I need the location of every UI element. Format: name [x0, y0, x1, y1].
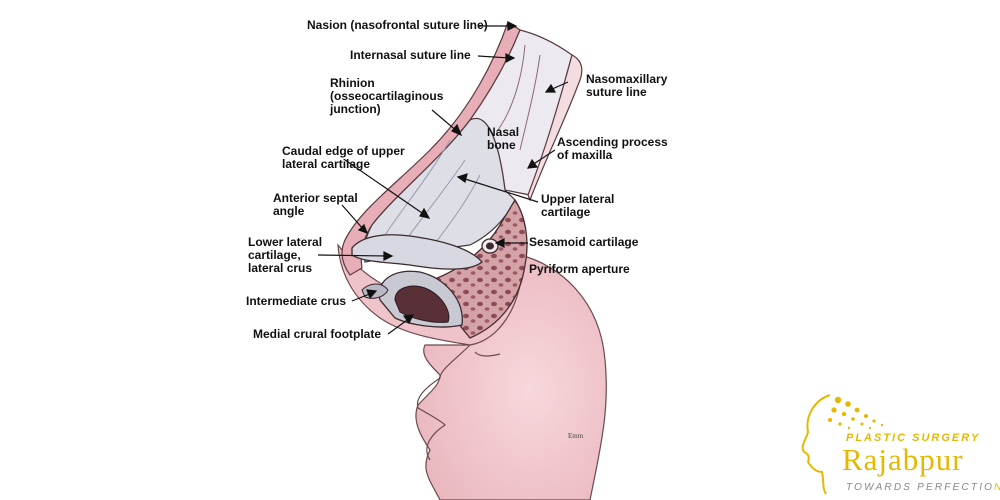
label-upper-lateral-line: cartilage — [541, 205, 591, 219]
nostril-opening — [394, 285, 450, 323]
artist-signature: Emm — [568, 432, 584, 440]
label-ascending-line: Ascending process — [557, 135, 668, 149]
label-nasomaxillary-suture: Nasomaxillary suture line — [586, 73, 667, 99]
label-internasal-line: Internasal suture line — [350, 48, 471, 62]
label-lower-lateral-cartilage: Lower lateral cartilage, lateral crus — [248, 236, 322, 275]
sesamoid-core — [486, 242, 494, 250]
ascending-maxilla-shape — [527, 54, 583, 202]
label-nasal-bone-line: bone — [487, 138, 516, 152]
upper-lip-line — [439, 344, 501, 379]
logo-tagline-top: PLASTIC SURGERY — [846, 432, 980, 444]
head-profile-icon — [801, 394, 884, 495]
label-sesamoid-cartilage: Sesamoid cartilage — [529, 236, 638, 249]
nasal-bone-ridge — [497, 44, 541, 151]
label-caudal-edge: Caudal edge of upper lateral cartilage — [282, 145, 405, 171]
label-internasal-suture: Internasal suture line — [350, 49, 471, 62]
label-nasion-line: Nasion (nasofrontal suture line) — [307, 18, 488, 32]
label-caudal-edge-line: Caudal edge of upper — [282, 144, 405, 158]
logo-tagline-bottom-main: TOWARDS PERFECTIO — [846, 482, 994, 493]
logo-name: Rajabpur — [842, 442, 964, 477]
cheek-skin — [415, 254, 607, 500]
label-ascending-process: Ascending process of maxilla — [557, 136, 668, 162]
label-ascending-line: of maxilla — [557, 148, 613, 162]
label-medial-crural-footplate: Medial crural footplate — [253, 328, 381, 341]
logo-tagline-bottom-end: N — [994, 482, 1000, 493]
label-intermediate-line: Intermediate crus — [246, 294, 347, 308]
label-rhinion-line: junction) — [330, 102, 381, 116]
lower-lateral-cartilage-shape — [351, 234, 483, 270]
label-anterior-septal-line: angle — [273, 204, 305, 218]
label-pyriform-line: Pyriform aperture — [529, 262, 630, 276]
label-caudal-edge-line: lateral cartilage — [282, 157, 371, 171]
label-anterior-septal-line: Anterior septal — [273, 191, 358, 205]
brand-logo: PLASTIC SURGERY Rajabpur TOWARDS PERFECT… — [801, 394, 1000, 495]
label-rhinion: Rhinion (osseocartilaginous junction) — [330, 77, 443, 116]
label-nasomaxillary-line: Nasomaxillary — [586, 72, 668, 86]
label-nasal-bone: Nasal bone — [487, 126, 519, 152]
label-upper-lateral-cartilage: Upper lateral cartilage — [541, 193, 614, 219]
label-anterior-septal-angle: Anterior septal angle — [273, 192, 358, 218]
lip — [416, 377, 446, 461]
label-rhinion-line: (osseocartilaginous — [330, 89, 444, 103]
label-lower-lateral-line: lateral crus — [248, 261, 313, 275]
label-upper-lateral-line: Upper lateral — [541, 192, 615, 206]
label-medial-crural-line: Medial crural footplate — [253, 327, 382, 341]
label-nasion: Nasion (nasofrontal suture line) — [307, 19, 488, 32]
label-nasal-bone-line: Nasal — [487, 125, 520, 139]
label-nasomaxillary-line: suture line — [586, 85, 647, 99]
leader-lines — [317, 21, 569, 335]
label-pyriform-aperture: Pyriform aperture — [529, 263, 630, 276]
label-lower-lateral-line: Lower lateral — [248, 235, 323, 249]
label-intermediate-crus: Intermediate crus — [246, 295, 346, 308]
label-rhinion-line: Rhinion — [330, 76, 375, 90]
label-sesamoid-line: Sesamoid cartilage — [529, 235, 639, 249]
label-lower-lateral-line: cartilage, — [248, 248, 301, 262]
